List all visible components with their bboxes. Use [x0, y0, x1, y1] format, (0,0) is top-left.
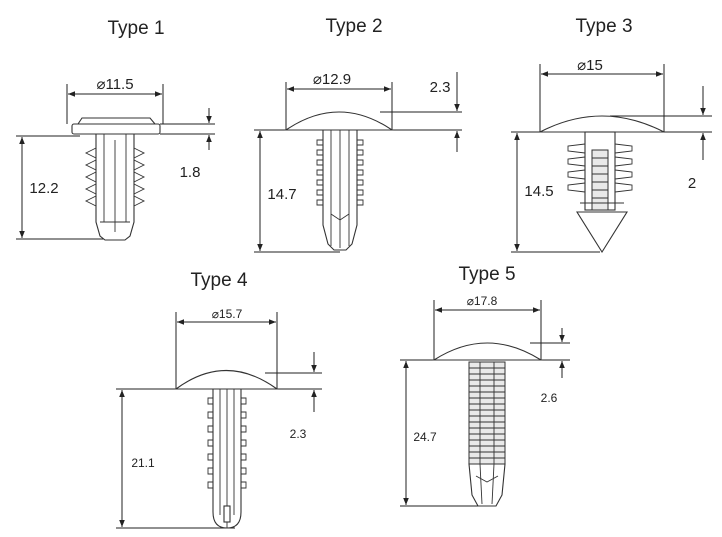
type-4-title: Type 4 [190, 270, 247, 291]
type-2-total-height: 14.7 [267, 186, 296, 203]
type-2-title: Type 2 [325, 16, 382, 37]
type-4-total-height: 21.1 [131, 456, 155, 470]
type-3-head-thickness: 2 [688, 175, 696, 192]
type-5-title: Type 5 [458, 264, 515, 285]
clip-type-2: Type 2 ⌀12.9 2.3 14.7 [254, 16, 462, 253]
type-5-head-diameter: ⌀17.8 [467, 294, 498, 308]
type-4-head-thickness: 2.3 [290, 427, 307, 441]
type-1-clip-drawing [71, 117, 161, 241]
type-4-head-diameter: ⌀15.7 [212, 307, 243, 321]
clip-type-4: Type 4 ⌀15.7 2.3 21.1 [116, 270, 322, 529]
type-2-head-diameter: ⌀12.9 [313, 71, 351, 88]
type-1-head-diameter: ⌀11.5 [96, 76, 133, 93]
type-4-clip-drawing [174, 370, 279, 529]
type-3-clip-drawing [539, 115, 665, 254]
type-2-head-thickness: 2.3 [430, 79, 451, 96]
clip-type-3: Type 3 ⌀15 2 14.5 [511, 16, 712, 254]
type-5-clip-drawing [432, 342, 543, 507]
clip-type-5: Type 5 ⌀17.8 2.6 24.7 [400, 264, 570, 507]
clip-type-1: Type 1 ⌀11.5 1.8 12.2 [16, 18, 215, 241]
type-5-total-height: 24.7 [413, 430, 437, 444]
type-1-head-thickness: 1.8 [180, 164, 201, 181]
type-3-total-height: 14.5 [524, 183, 553, 200]
type-5-head-thickness: 2.6 [541, 391, 558, 405]
type-2-clip-drawing [284, 111, 394, 251]
type-3-title: Type 3 [575, 16, 632, 37]
type-1-title: Type 1 [107, 18, 164, 39]
type-3-head-diameter: ⌀15 [577, 57, 603, 74]
type-1-total-height: 12.2 [29, 180, 58, 197]
